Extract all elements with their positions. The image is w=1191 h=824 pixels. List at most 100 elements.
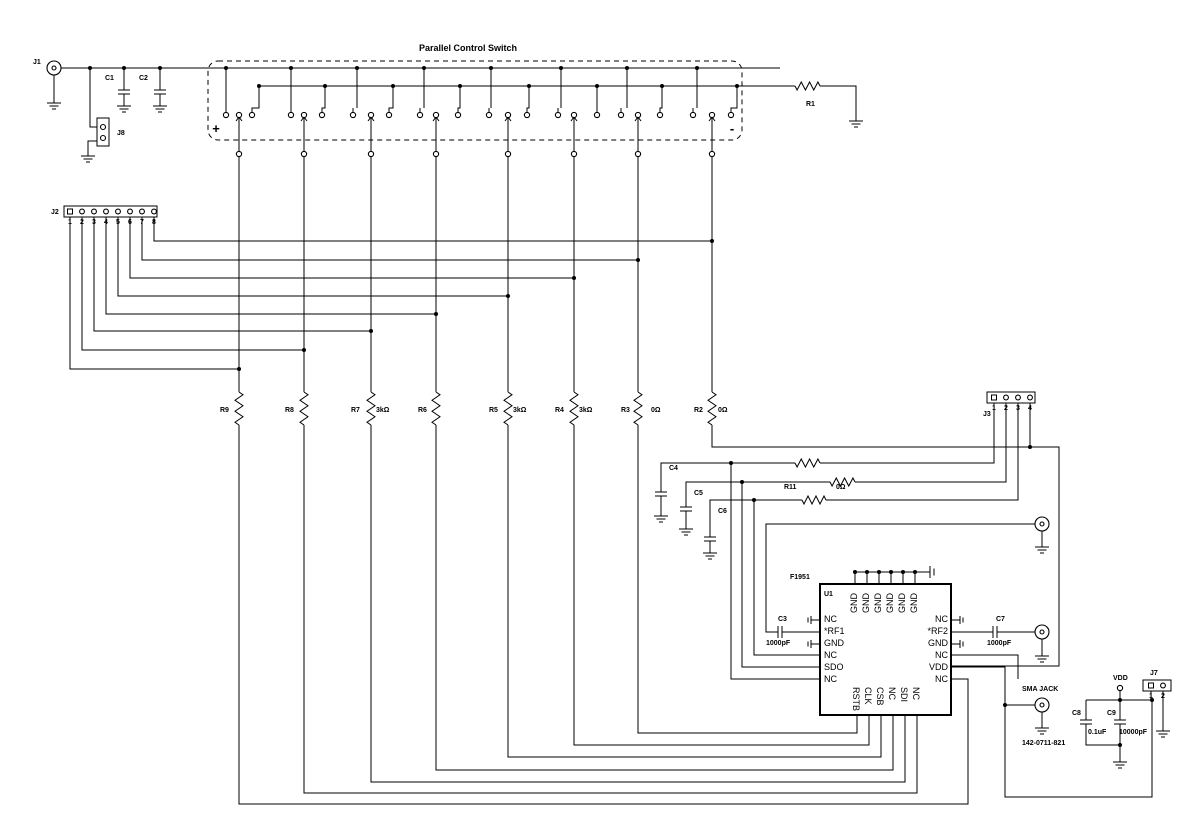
wire [238, 425, 969, 805]
label-vdd: VDD [1113, 675, 1128, 682]
chip-bottom-pin: NC [887, 687, 897, 700]
r1-ground [849, 115, 863, 128]
c1-ground [117, 100, 131, 113]
resistor-column [366, 391, 376, 426]
header-pin-square [1148, 682, 1154, 689]
header-pin-square [67, 208, 73, 215]
terminal-circle [708, 111, 716, 119]
terminal-circle [570, 150, 578, 158]
j2-pin-number: 1 [68, 219, 72, 226]
j1-ground [47, 97, 61, 110]
wire [507, 425, 882, 758]
label-j1: J1 [33, 59, 41, 66]
wire [730, 86, 738, 112]
terminal-circle [634, 111, 642, 119]
label-c3: C3 [778, 616, 787, 623]
c2-ground [153, 100, 167, 113]
terminal-circle [103, 208, 109, 215]
wire [1085, 724, 1120, 746]
label-r3-value: 0Ω [651, 407, 661, 414]
junction-dot [391, 84, 395, 88]
ground-stub-gnd-right [951, 640, 964, 648]
vdd-cap-ground [1113, 756, 1127, 769]
sma-bottom-ground [1035, 722, 1049, 735]
chip-pin-labels: GND GND GND GND GND GND NC *RF1 GND NC S… [824, 593, 949, 712]
chip-right-pin: NC [935, 650, 948, 660]
switch-plus-sign: + [212, 121, 220, 136]
sma-right-ground [1035, 650, 1049, 663]
wire [765, 523, 1035, 633]
j7-pin-number: 2 [1161, 693, 1165, 700]
junction-dot [527, 84, 531, 88]
junction-dot [752, 498, 756, 502]
chip-u1-body [819, 583, 952, 716]
label-c7-value: 1000pF [987, 640, 1012, 647]
label-r11-value: 0Ω [836, 484, 846, 491]
label-j3: J3 [983, 411, 991, 418]
junction-dot [729, 461, 733, 465]
ground-stub-gnd [807, 640, 820, 648]
label-r5: R5 [489, 407, 498, 414]
capacitor-c5 [680, 506, 692, 512]
terminal-circle [416, 111, 424, 119]
label-c5: C5 [694, 490, 703, 497]
j2-pin-number: 8 [152, 219, 156, 226]
wire [93, 217, 371, 332]
diagram-title: Parallel Control Switch [419, 43, 517, 53]
wire [659, 86, 663, 112]
wire [573, 425, 870, 746]
terminal-circle [300, 150, 308, 158]
label-r8: R8 [285, 407, 294, 414]
wire [709, 499, 802, 537]
terminal-circle [151, 208, 157, 215]
capacitor-c2 [154, 89, 166, 95]
terminal-circle [367, 111, 375, 119]
terminal-circle [432, 111, 440, 119]
junction-dot [559, 66, 563, 70]
top-ground-bar [929, 566, 935, 578]
wires [53, 67, 1164, 805]
junction-dot [710, 239, 714, 243]
terminal-circle [1116, 684, 1124, 692]
chip-top-pin: GND [873, 593, 883, 614]
junction-dot [369, 329, 373, 333]
j7-pin-numbers: 1 2 [1149, 693, 1165, 700]
header-pin-square [991, 394, 997, 401]
chip-bottom-pin: NC [911, 687, 921, 700]
label-chip-part: F1951 [790, 574, 810, 581]
label-c7: C7 [996, 616, 1005, 623]
wire [951, 654, 1019, 679]
switch-pole [634, 116, 642, 126]
label-r4: R4 [555, 407, 564, 414]
label-c1: C1 [105, 75, 114, 82]
c6-ground [703, 547, 717, 560]
j3-pin-number: 4 [1028, 405, 1032, 412]
terminal-circle [454, 111, 462, 119]
junction-dot [889, 570, 893, 574]
junction-dot [289, 66, 293, 70]
junction-dot [877, 570, 881, 574]
label-c8-value: 0.1uF [1088, 729, 1107, 736]
junction-dot [740, 480, 744, 484]
terminal-circle [554, 111, 562, 119]
wire [69, 217, 239, 370]
capacitor-c1 [118, 89, 130, 95]
connector-j8-body [96, 117, 110, 147]
terminal-circle [91, 208, 97, 215]
label-r2-value: 0Ω [718, 407, 728, 414]
resistor-column [431, 391, 441, 426]
terminal-circle [504, 111, 512, 119]
junction-dot [1028, 445, 1032, 449]
terminal-circle [235, 150, 243, 158]
resistor-r11 [829, 476, 856, 488]
terminal-circle [593, 111, 601, 119]
label-r9: R9 [220, 407, 229, 414]
label-r6: R6 [418, 407, 427, 414]
capacitor-c7 [992, 626, 998, 638]
capacitor-c9 [1114, 719, 1126, 725]
chip-bottom-pin: CLK [863, 687, 873, 705]
terminal-circle [99, 134, 107, 142]
junction-dot [224, 66, 228, 70]
chip-top-pin: GND [885, 593, 895, 614]
label-c2: C2 [139, 75, 148, 82]
